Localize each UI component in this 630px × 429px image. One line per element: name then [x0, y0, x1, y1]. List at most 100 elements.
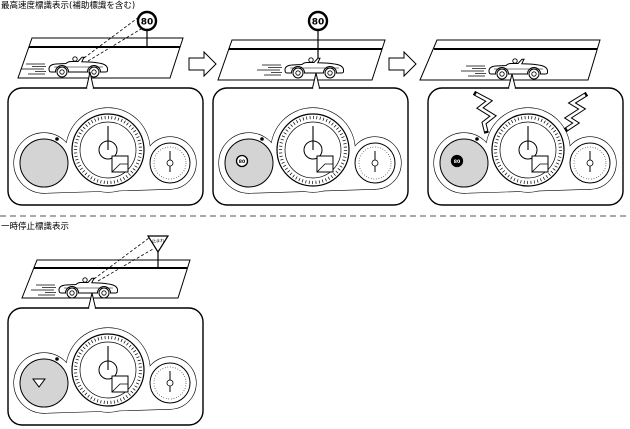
- right-gauge: [569, 142, 611, 184]
- tachometer: [491, 113, 565, 187]
- sign-plate: [307, 10, 329, 32]
- car-body: [488, 58, 548, 75]
- left-gauge: [19, 138, 69, 188]
- flash-indicator-bolt: [563, 91, 589, 133]
- right-gauge-hub: [166, 379, 174, 387]
- gear-display-detail: [111, 163, 128, 173]
- wheel-hub: [295, 70, 301, 76]
- wheel-hub: [69, 290, 75, 296]
- car-body: [284, 57, 344, 74]
- car-icon: [31, 277, 118, 299]
- speed-limit-icon: 80: [235, 154, 249, 168]
- car-body: [58, 277, 118, 294]
- left-gauge: [439, 138, 489, 188]
- car-icon: [257, 57, 344, 79]
- speed-limit-sequence: 80 80 80 80: [7, 10, 624, 206]
- tachometer-inner-ring: [499, 121, 557, 179]
- driver-head: [72, 56, 78, 62]
- left-gauge-dial: [439, 138, 489, 188]
- indicator-lamp: [260, 137, 264, 141]
- right-gauge: [149, 362, 191, 404]
- instrument-cluster: 80: [218, 107, 402, 194]
- car-icon: [21, 56, 108, 78]
- stop-sign-heading: 一時停止標識表示: [1, 221, 69, 232]
- tachometer-hub-ring: [518, 140, 538, 160]
- wheel-hub: [499, 71, 505, 77]
- stop-sign-icon-shape: [32, 378, 46, 388]
- car-icon: [461, 58, 548, 80]
- tachometer-inner-ring: [79, 121, 137, 179]
- road-scene-after: [419, 39, 601, 81]
- stop-sign-sequence: 止まれ: [7, 235, 204, 426]
- motion-lines: [31, 284, 56, 296]
- cluster-callout-passing: 80: [212, 72, 409, 206]
- right-gauge: [149, 142, 191, 184]
- camera-sight-lines: [93, 237, 154, 282]
- tachometer-hub-ring: [98, 360, 118, 380]
- flash-indicator-bolt: [472, 90, 498, 134]
- instrument-cluster: [13, 107, 197, 194]
- left-gauge-dial: [19, 138, 69, 188]
- bolt-inner: [475, 92, 496, 132]
- tachometer-hub-ring: [303, 140, 323, 160]
- wheel-hub: [327, 70, 333, 76]
- right-gauge-hub: [166, 159, 174, 167]
- right-gauge-ticks: [153, 146, 187, 180]
- cluster-callout-approach: [7, 71, 204, 206]
- left-gauge: [19, 358, 69, 408]
- cluster-callout-after: 80: [427, 73, 624, 206]
- tachometer-ticks: [493, 115, 563, 185]
- driver-head: [308, 57, 314, 63]
- speed-limit-sign: 80: [136, 10, 158, 47]
- instrument-cluster: [13, 327, 197, 414]
- cluster-callout-stop: [7, 292, 204, 426]
- speed-limit-icon-value: 80: [239, 159, 245, 165]
- instrument-cluster: 80: [433, 107, 617, 194]
- speed-limit-icon-flashing: 80: [450, 154, 464, 168]
- wheel-hub: [531, 71, 537, 77]
- sign-speed-value: 80: [312, 17, 325, 27]
- wheel-hub: [91, 69, 97, 75]
- camera-sight-lines: [83, 16, 142, 62]
- right-gauge-ticks: [573, 146, 607, 180]
- motion-lines: [21, 63, 46, 75]
- wheel-hub: [59, 69, 65, 75]
- tachometer: [71, 333, 145, 407]
- right-gauge-ticks: [358, 146, 392, 180]
- car-body: [48, 56, 108, 73]
- tachometer-inner-ring: [284, 121, 342, 179]
- tachometer: [71, 113, 145, 187]
- tachometer-ticks: [73, 115, 143, 185]
- sight-line: [97, 248, 154, 282]
- tachometer-ticks: [73, 335, 143, 405]
- speed-limit-icon-ring: [450, 154, 464, 168]
- tachometer-hub-ring: [98, 140, 118, 160]
- right-gauge-ticks: [153, 366, 187, 400]
- next-step-arrow: [188, 50, 217, 78]
- right-gauge: [354, 142, 396, 184]
- driver-head: [512, 58, 518, 64]
- tachometer-ticks: [278, 115, 348, 185]
- indicator-lamp: [55, 137, 59, 141]
- speed-limit-heading: 最高速度標識表示(補助標識を含む): [1, 0, 135, 11]
- tachometer: [276, 113, 350, 187]
- bolt-inner: [565, 93, 586, 131]
- right-gauge-hub: [586, 159, 594, 167]
- speed-limit-icon-value: 80: [454, 159, 460, 165]
- stop-sign: 止まれ: [146, 235, 170, 268]
- speed-limit-icon-ring: [235, 154, 249, 168]
- gear-display-detail: [316, 163, 333, 173]
- sight-line: [87, 28, 142, 62]
- gear-display-detail: [111, 383, 128, 393]
- indicator-lamp: [55, 357, 59, 361]
- sign-plate: [136, 10, 158, 32]
- driver-head: [82, 277, 88, 283]
- sign-plate: [146, 235, 170, 254]
- motion-lines: [461, 65, 486, 77]
- sign-speed-value: 80: [141, 17, 154, 27]
- left-gauge: [224, 138, 274, 188]
- indicator-lamp: [475, 137, 479, 141]
- sign-legend: 止まれ: [152, 237, 165, 244]
- next-step-arrow: [388, 50, 417, 78]
